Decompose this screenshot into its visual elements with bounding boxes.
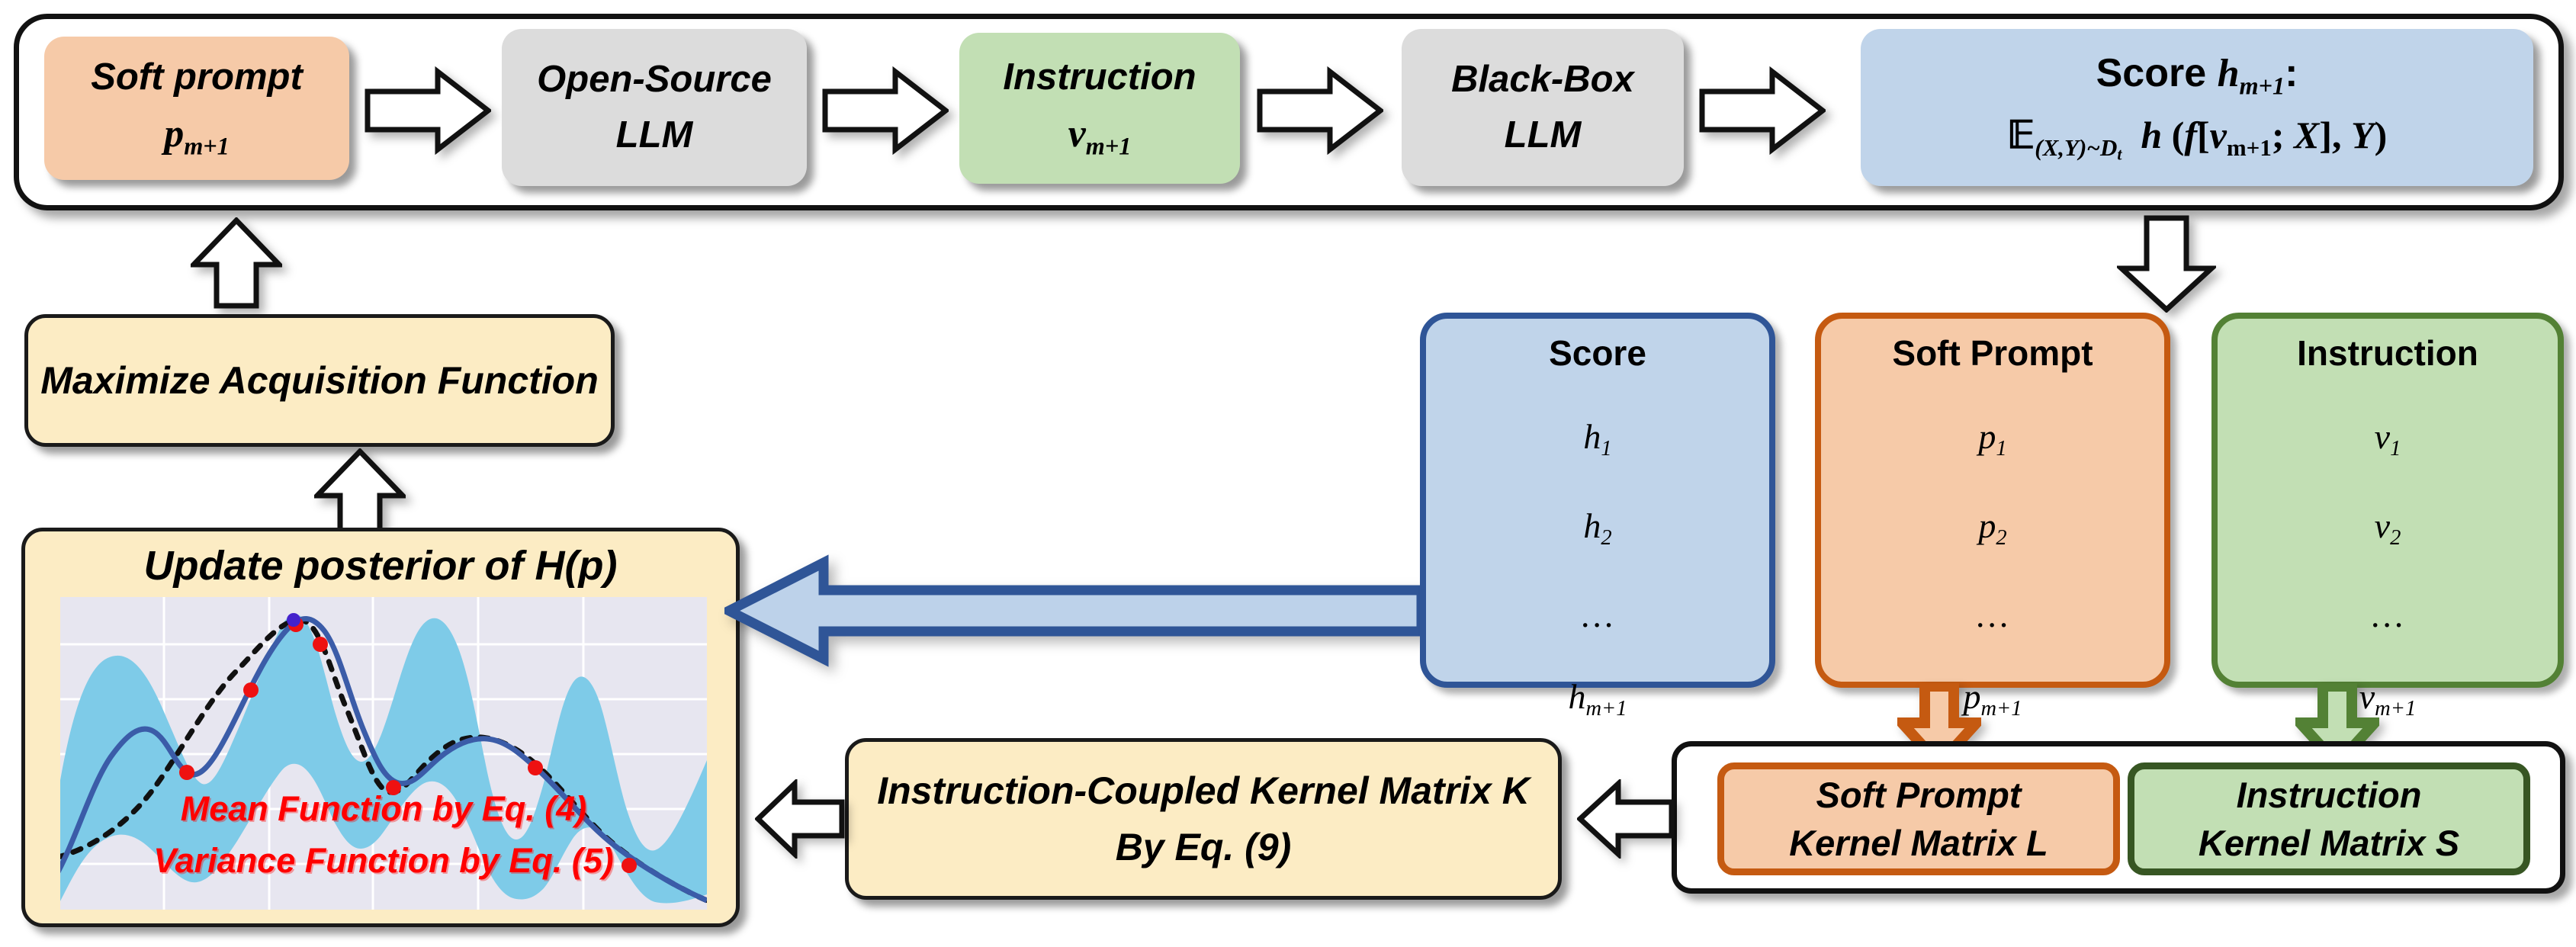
soft-prompt-label: Soft prompt [91,56,303,98]
instruction-kernel-line2: Kernel Matrix S [2198,823,2460,863]
column-instruction-cell-3: vm+1 [2359,677,2417,721]
pipeline-node-score[interactable]: Score hm+1: 𝔼(X,Y)~Dt h (f[vm+1; X], Y) [1861,29,2533,186]
arrow-open-source-to-instruction [822,66,950,156]
black-box-llm-line1: Black-Box [1451,59,1634,101]
column-soft-prompt-cell-0: p1 [1978,417,2007,461]
arrow-score-to-columns [2114,215,2219,313]
arrow-acquisition-to-soft-prompt [187,216,286,309]
column-soft-prompt-cell-2: … [1977,595,2009,635]
gp-posterior-chart: Mean Function by Eq. (4) Variance Functi… [60,597,707,910]
column-score[interactable]: Score h1 h2 … hm+1 [1420,313,1775,721]
instruction-symbol: vm+1 [1068,112,1132,160]
soft-prompt-symbol: pm+1 [164,112,230,160]
column-soft-prompt-header: Soft Prompt [1892,333,2093,373]
pipeline-node-black-box-llm[interactable]: Black-Box LLM [1402,29,1684,186]
column-instruction-cell-2: … [2372,595,2404,635]
column-soft-prompt-cell-1: p2 [1978,506,2007,551]
column-score-cell-3: hm+1 [1568,677,1627,721]
update-posterior-box[interactable]: Update posterior of H(p) [21,528,740,927]
column-score-cell-2: … [1582,595,1614,635]
column-score-cell-1: h2 [1583,506,1612,551]
gp-best-point [287,613,300,627]
arrow-soft-prompt-to-open-source [365,66,493,156]
pipeline-node-open-source-llm[interactable]: Open-Source LLM [502,29,807,186]
gp-chart-svg [60,597,707,910]
column-instruction-header: Instruction [2297,333,2478,373]
pipeline-node-soft-prompt[interactable]: Soft prompt pm+1 [44,37,349,180]
column-score-header: Score [1549,333,1646,373]
soft-prompt-kernel-matrix-box[interactable]: Soft Prompt Kernel Matrix L [1717,762,2120,875]
update-posterior-title: Update posterior of H(p) [143,543,618,589]
arrow-posterior-to-acquisition [310,447,410,540]
score-title: Score hm+1: [2096,51,2298,100]
arrow-coupled-kernel-to-posterior [753,777,845,861]
column-instruction-cell-1: v2 [2374,506,2401,551]
instruction-kernel-line1: Instruction [2236,774,2422,815]
gp-mean-annotation: Mean Function by Eq. (4) [180,789,587,828]
black-box-llm-line2: LLM [1504,114,1582,156]
instruction-label: Instruction [1003,56,1196,98]
coupled-kernel-line1: Instruction-Coupled Kernel Matrix K [877,769,1530,812]
instruction-coupled-kernel-box[interactable]: Instruction-Coupled Kernel Matrix K By E… [845,738,1562,900]
gp-variance-annotation: Variance Function by Eq. (5) [153,841,614,880]
soft-prompt-kernel-line2: Kernel Matrix L [1789,823,2048,863]
gp-confidence-band [60,615,707,904]
open-source-llm-line2: LLM [615,114,693,156]
arrow-instruction-to-black-box [1257,66,1385,156]
pipeline-node-instruction[interactable]: Instruction vm+1 [959,33,1240,184]
column-instruction[interactable]: Instruction v1 v2 … vm+1 [2211,313,2564,721]
maximize-acquisition-label: Maximize Acquisition Function [40,359,599,402]
arrow-kernels-to-coupled-kernel [1575,778,1675,860]
gp-true-function [60,617,707,904]
score-formula: 𝔼(X,Y)~Dt h (f[vm+1; X], Y) [2006,113,2388,164]
open-source-llm-line1: Open-Source [537,59,772,101]
soft-prompt-kernel-line1: Soft Prompt [1816,774,2022,815]
column-soft-prompt[interactable]: Soft Prompt p1 p2 … pm+1 [1815,313,2170,721]
column-soft-prompt-cell-3: pm+1 [1963,677,2022,721]
coupled-kernel-line2: By Eq. (9) [1115,826,1292,868]
column-score-cell-0: h1 [1583,417,1612,461]
column-instruction-cell-0: v1 [2374,417,2401,461]
maximize-acquisition-box[interactable]: Maximize Acquisition Function [24,314,615,447]
instruction-kernel-matrix-box[interactable]: Instruction Kernel Matrix S [2128,762,2530,875]
arrow-scores-to-posterior [718,554,1427,668]
arrow-black-box-to-score [1699,66,1827,156]
